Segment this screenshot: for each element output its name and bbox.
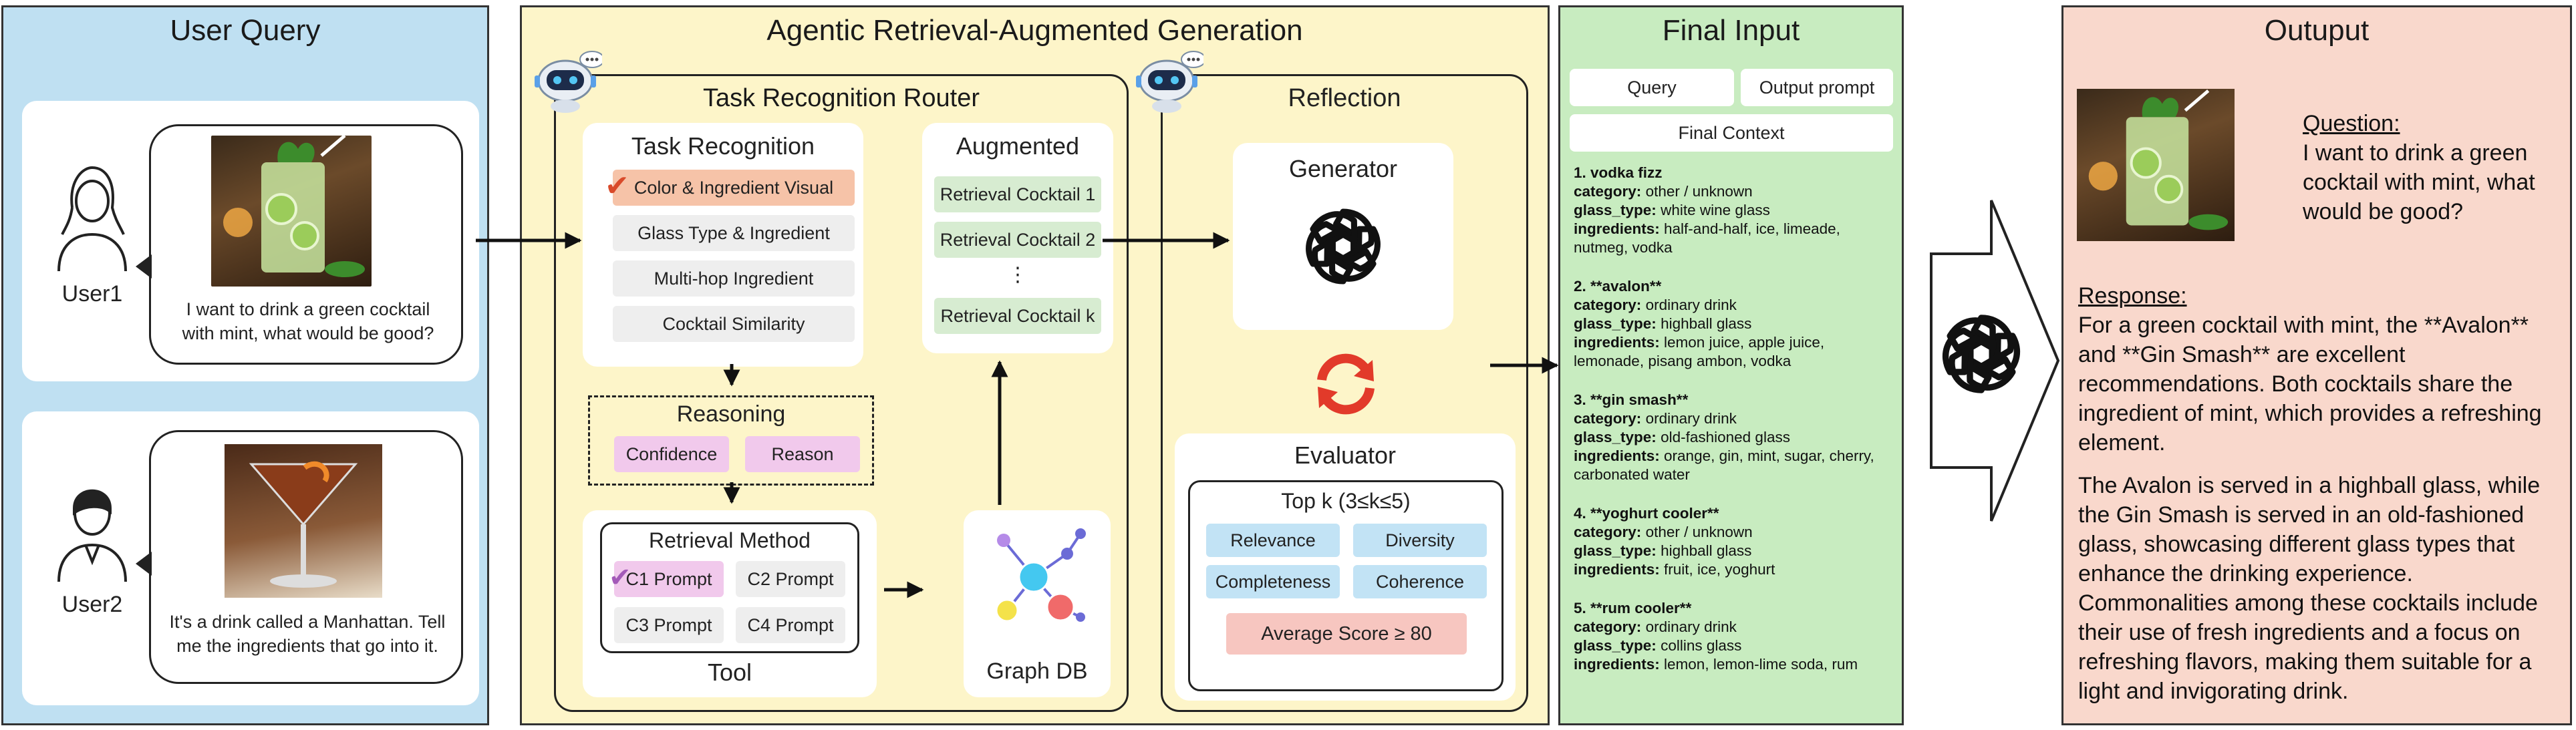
reflection-box: Reflection Generator Evaluator Top k (3≤… — [1161, 74, 1528, 712]
metric-diversity: Diversity — [1353, 524, 1487, 557]
final-input-panel: Final Input Query Output prompt Final Co… — [1558, 5, 1904, 725]
response-label: Response: — [2078, 283, 2187, 309]
final-input-title: Final Input — [1662, 14, 1800, 47]
c4-prompt: C4 Prompt — [736, 607, 845, 643]
final-context-list: 1. vodka fizz category: other / unknown … — [1574, 164, 1898, 674]
final-context-button: Final Context — [1570, 114, 1893, 152]
user1-speech-bubble: I want to drink a green cocktail with mi… — [149, 124, 463, 365]
user2-label: User2 — [61, 592, 123, 617]
user2-query-text: It's a drink called a Manhattan. Tell me… — [169, 612, 446, 656]
task-recognition-title: Task Recognition — [631, 132, 815, 160]
robot-icon — [1135, 50, 1203, 114]
augmented-ellipsis: ⋮ — [1008, 264, 1028, 286]
tool-card: Retrieval Method ✔ C1 Prompt C2 Prompt C… — [583, 510, 877, 697]
reasoning-box: Reasoning Confidence Reason — [588, 395, 874, 486]
green-cocktail-photo — [2077, 89, 2235, 241]
list-item: 2. **avalon** category: ordinary drink g… — [1574, 278, 1825, 369]
robot-icon — [533, 50, 602, 114]
topk-label: Top k (3≤k≤5) — [1281, 489, 1411, 513]
task-item-multihop: Multi-hop Ingredient — [613, 260, 855, 297]
generator-title: Generator — [1288, 155, 1398, 182]
task-item-color-ingredient: ✔ Color & Ingredient Visual — [605, 170, 855, 206]
c2-prompt: C2 Prompt — [736, 561, 845, 597]
average-score: Average Score ≥ 80 — [1226, 613, 1467, 655]
metric-completeness: Completeness — [1206, 565, 1340, 598]
topk-box: Top k (3≤k≤5) Relevance Diversity Comple… — [1188, 480, 1504, 691]
metric-relevance: Relevance — [1206, 524, 1340, 557]
augmented-title: Augmented — [956, 132, 1080, 160]
evaluator-title: Evaluator — [1294, 441, 1397, 469]
c3-prompt: C3 Prompt — [614, 607, 724, 643]
manhattan-photo — [225, 444, 382, 598]
user2-avatar-icon — [57, 489, 127, 582]
user1-avatar-icon — [57, 166, 127, 272]
list-item: 3. **gin smash** category: ordinary drin… — [1574, 391, 1874, 483]
task-recognition-router: Task Recognition Router Task Recognition… — [554, 74, 1129, 712]
response-paragraph-2: The Avalon is served in a highball glass… — [2078, 473, 2541, 704]
agentic-rag-panel: Agentic Retrieval-Augmented Generation T… — [520, 5, 1550, 725]
reasoning-confidence: Confidence — [614, 436, 729, 472]
graph-db-card: Graph DB — [964, 510, 1111, 697]
user-query-title: User Query — [170, 14, 321, 47]
metric-coherence: Coherence — [1353, 565, 1487, 598]
openai-logo-icon — [1931, 304, 2031, 404]
output-prompt-button: Output prompt — [1741, 69, 1893, 106]
query-button: Query — [1570, 69, 1734, 106]
retrieval-cocktail-1: Retrieval Cocktail 1 — [934, 176, 1101, 212]
retrieval-method-title: Retrieval Method — [649, 528, 811, 552]
reasoning-reason: Reason — [745, 436, 860, 472]
c1-prompt: ✔ C1 Prompt — [609, 561, 724, 597]
output-title: Outuput — [2264, 14, 2370, 47]
list-item: 5. **rum cooler** category: ordinary dri… — [1574, 600, 1858, 673]
list-item: 4. **yoghurt cooler** category: other / … — [1574, 505, 1775, 578]
openai-logo-icon — [1296, 200, 1390, 293]
question-label: Question: — [2303, 111, 2400, 136]
list-item: 1. vodka fizz category: other / unknown … — [1574, 164, 1840, 256]
user1-card: User1 I want to drink a green cocktail w… — [22, 101, 479, 381]
question-text: I want to drink a green cocktail with mi… — [2303, 140, 2535, 224]
retrieval-cocktail-2: Retrieval Cocktail 2 — [934, 222, 1101, 258]
green-cocktail-photo — [211, 136, 372, 287]
user1-label: User1 — [61, 281, 123, 307]
router-title: Task Recognition Router — [703, 84, 980, 112]
tool-label: Tool — [707, 659, 752, 686]
retrieval-cocktail-k: Retrieval Cocktail k — [934, 298, 1101, 334]
user2-bubble-tail — [136, 552, 152, 576]
retrieval-method-box: Retrieval Method ✔ C1 Prompt C2 Prompt C… — [600, 522, 859, 653]
task-recognition-card: Task Recognition ✔ Color & Ingredient Vi… — [583, 123, 863, 367]
checkmark-icon: ✔ — [605, 170, 629, 202]
user1-query-text: I want to drink a green cocktail with mi… — [182, 299, 434, 343]
generator-card: Generator — [1233, 143, 1453, 330]
user-query-panel: User Query User1 — [1, 5, 489, 725]
checkmark-icon: ✔ — [609, 563, 631, 592]
output-panel: Outuput Question: I want to drink a gree… — [2061, 5, 2572, 725]
response-paragraph-1: For a green cocktail with mint, the **Av… — [2078, 313, 2542, 455]
user2-card: User2 It's a drink called a Manhattan. T… — [22, 411, 479, 705]
user1-bubble-tail — [136, 254, 152, 279]
graph-db-icon — [995, 528, 1086, 622]
task-item-glass-ingredient: Glass Type & Ingredient — [613, 215, 855, 251]
reasoning-title: Reasoning — [676, 401, 786, 427]
task-item-similarity: Cocktail Similarity — [613, 306, 855, 342]
reflection-title: Reflection — [1288, 84, 1401, 112]
user2-speech-bubble: It's a drink called a Manhattan. Tell me… — [149, 430, 463, 684]
augmented-card: Augmented Retrieval Cocktail 1 Retrieval… — [922, 123, 1113, 353]
agentic-rag-title: Agentic Retrieval-Augmented Generation — [766, 14, 1303, 47]
refresh-cycle-icon — [1317, 353, 1375, 415]
evaluator-card: Evaluator Top k (3≤k≤5) Relevance Divers… — [1175, 433, 1516, 701]
graph-db-label: Graph DB — [986, 659, 1088, 684]
